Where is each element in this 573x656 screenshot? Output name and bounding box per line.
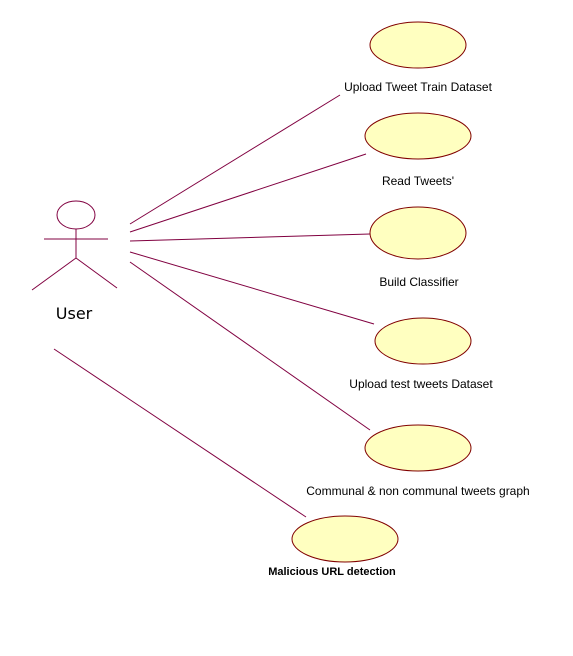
- use-case-upload-test[interactable]: Upload test tweets Dataset: [349, 317, 493, 391]
- use-case-label: Communal & non communal tweets graph: [306, 484, 529, 498]
- association-upload-test: [129, 251, 375, 325]
- association-build-classifier: [129, 233, 371, 242]
- use-case-ellipse: [369, 21, 467, 69]
- use-case-label: Upload test tweets Dataset: [349, 377, 493, 391]
- actor-label: User: [56, 304, 93, 323]
- use-case-ellipse: [364, 424, 472, 472]
- use-case-label: Malicious URL detection: [268, 566, 396, 578]
- actor-user: User: [31, 200, 118, 323]
- actor-left-leg: [31, 257, 77, 291]
- use-case-ellipse: [369, 206, 467, 260]
- use-case-malicious-url[interactable]: Malicious URL detection: [268, 515, 399, 578]
- association-read-tweets: [129, 153, 367, 233]
- associations: [53, 94, 375, 518]
- use-case-ellipse: [291, 515, 399, 563]
- actor-head: [56, 200, 96, 230]
- association-upload-train: [129, 94, 341, 225]
- association-communal-graph: [129, 261, 371, 431]
- use-case-label: Build Classifier: [379, 275, 458, 289]
- use-case-ellipse: [364, 112, 472, 160]
- use-case-build-classifier[interactable]: Build Classifier: [369, 206, 467, 289]
- use-case-upload-train[interactable]: Upload Tweet Train Dataset: [344, 21, 493, 94]
- use-case-communal-graph[interactable]: Communal & non communal tweets graph: [306, 424, 530, 498]
- association-malicious-url: [53, 348, 307, 518]
- use-case-label: Upload Tweet Train Dataset: [344, 80, 493, 94]
- actor-right-leg: [75, 257, 118, 289]
- use-case-label: Read Tweets': [382, 174, 454, 188]
- use-case-ellipse: [374, 317, 472, 365]
- use-case-read-tweets[interactable]: Read Tweets': [364, 112, 472, 188]
